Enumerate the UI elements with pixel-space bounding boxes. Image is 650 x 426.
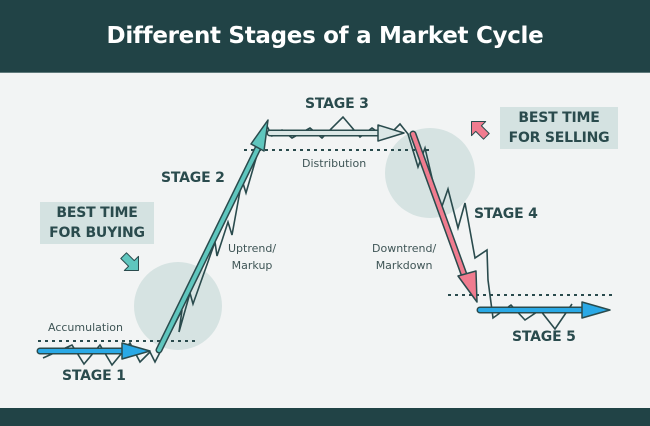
sell-pointer-icon [471, 121, 490, 140]
buy-callout: BEST TIME FOR BUYING [40, 202, 154, 244]
page-title: Different Stages of a Market Cycle [106, 23, 544, 49]
market-cycle-diagram [36, 115, 612, 367]
sell-callout-line1: BEST TIME [518, 110, 600, 126]
stage1-label: STAGE 1 [62, 368, 126, 384]
stage5-arrow [476, 301, 611, 319]
uptrend-label: Uptrend/ Markup [228, 240, 276, 274]
stage3-arrow [266, 124, 405, 142]
stage3-label: STAGE 3 [305, 96, 369, 112]
downtrend-label: Downtrend/ Markdown [372, 240, 436, 274]
stage5-label: STAGE 5 [512, 329, 576, 345]
buy-callout-line2: FOR BUYING [49, 225, 145, 241]
buy-callout-line1: BEST TIME [56, 205, 138, 221]
uptrend-label-line1: Uptrend/ [228, 242, 277, 255]
stage2-label: STAGE 2 [161, 170, 225, 186]
stage1-arrow [36, 342, 151, 360]
stage2-arrow [155, 119, 269, 354]
downtrend-label-line1: Downtrend/ [372, 242, 437, 255]
downtrend-label-line2: Markdown [375, 259, 433, 272]
distribution-label: Distribution [302, 157, 367, 170]
accumulation-label: Accumulation [48, 321, 123, 334]
buy-pointer-icon [120, 252, 139, 271]
sell-callout: BEST TIME FOR SELLING [500, 107, 618, 149]
footer-bar [0, 408, 650, 426]
stage4-label: STAGE 4 [474, 206, 538, 222]
uptrend-label-line2: Markup [231, 259, 273, 272]
header-bar: Different Stages of a Market Cycle [0, 0, 650, 73]
sell-callout-line2: FOR SELLING [508, 130, 610, 146]
stage4-arrow [409, 130, 478, 303]
